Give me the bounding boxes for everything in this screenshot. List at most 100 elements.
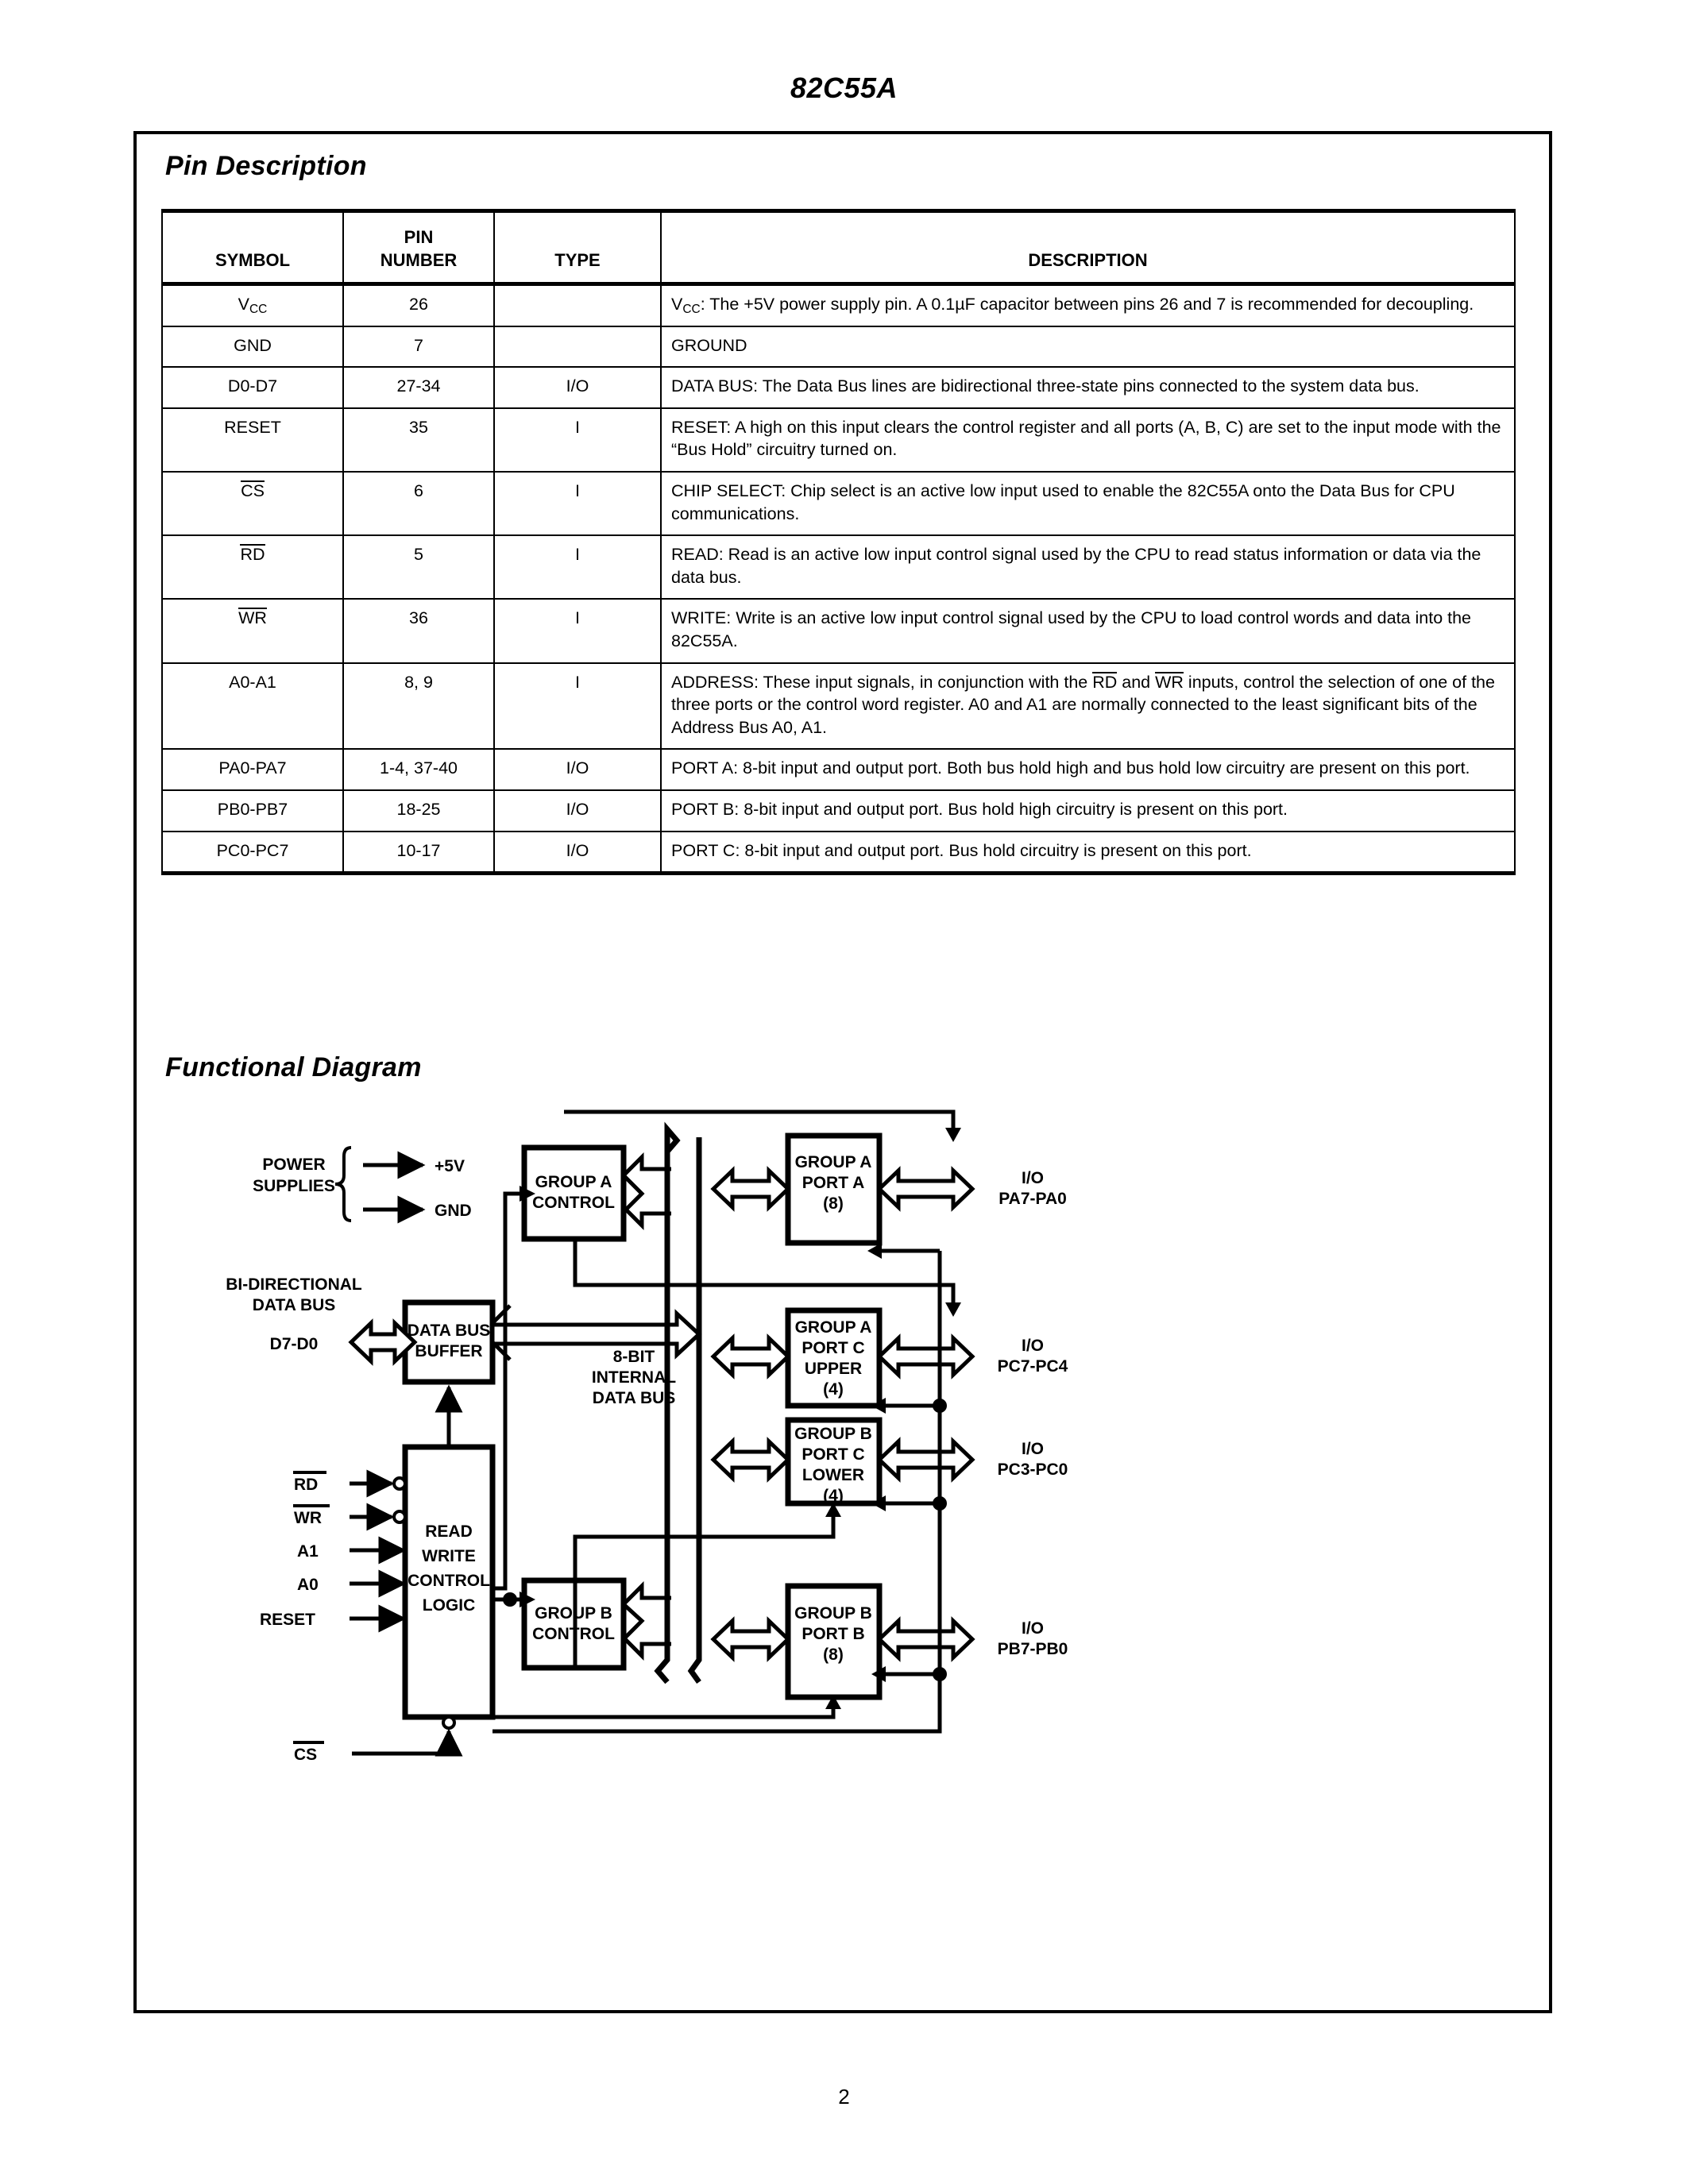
cell-pin-number: 10-17 <box>342 830 495 876</box>
cell-description: CHIP SELECT: Chip select is an active lo… <box>660 470 1516 537</box>
cell-description: ADDRESS: These input signals, in conjunc… <box>660 662 1516 751</box>
symbol-cs-overline: CS <box>241 480 265 500</box>
power-supplies-label-line1: POWER <box>262 1156 325 1174</box>
table-header-row: SYMBOL PIN NUMBER TYPE DESCRIPTION <box>161 209 1516 286</box>
symbol-rd-overline: RD <box>240 544 265 565</box>
table-row: PA0-PA7 1-4, 37-40 I/O PORT A: 8-bit inp… <box>161 748 1516 791</box>
internal-bus-label-3: DATA BUS <box>593 1389 676 1407</box>
page-header-part-number: 82C55A <box>790 71 898 104</box>
cell-pin-number: 8, 9 <box>342 662 495 751</box>
cell-type: I <box>493 534 662 600</box>
cell-symbol: RD <box>161 534 344 600</box>
io-port-b-label-2: PB7-PB0 <box>998 1640 1068 1658</box>
data-pins-label: D7-D0 <box>270 1335 319 1353</box>
group-a-control-label-1: GROUP A <box>535 1173 612 1191</box>
cell-type: I/O <box>493 366 662 409</box>
data-bus-buffer-label-2: BUFFER <box>415 1342 482 1360</box>
group-b-port-c-lower-label-4: (4) <box>823 1487 844 1505</box>
signal-a0-label: A0 <box>297 1576 319 1594</box>
cell-description: DATA BUS: The Data Bus lines are bidirec… <box>660 366 1516 409</box>
pin-number-line1: PIN <box>404 226 434 247</box>
pin-number-line2: NUMBER <box>380 249 458 270</box>
inline-rd-overline: RD <box>1092 671 1118 692</box>
pin-description-table: SYMBOL PIN NUMBER TYPE DESCRIPTION VCC 2… <box>161 209 1516 876</box>
cell-type: I <box>493 407 662 473</box>
group-b-port-c-lower-label-1: GROUP B <box>794 1425 872 1443</box>
rw-control-logic-label-2: WRITE <box>422 1547 476 1565</box>
cell-type: I/O <box>493 830 662 876</box>
group-a-port-c-upper-label-4: (4) <box>823 1380 844 1399</box>
group-b-control-label-1: GROUP B <box>535 1604 612 1623</box>
group-a-port-a-label-2: PORT A <box>802 1174 865 1192</box>
table-row: VCC 26 VCC: The +5V power supply pin. A … <box>161 283 1516 327</box>
cell-description: GROUND <box>660 325 1516 369</box>
table-row: PB0-PB7 18-25 I/O PORT B: 8-bit input an… <box>161 789 1516 832</box>
io-port-c-lower-label-2: PC3-PC0 <box>998 1461 1068 1479</box>
power-plus5v-label: +5V <box>435 1157 465 1175</box>
data-bus-buffer-label-1: DATA BUS <box>408 1322 491 1340</box>
io-port-c-lower-label-1: I/O <box>1022 1440 1044 1458</box>
io-port-c-upper-label-2: PC7-PC4 <box>998 1357 1068 1376</box>
bidirectional-data-bus-line2: DATA BUS <box>253 1296 336 1314</box>
io-port-a-label-1: I/O <box>1022 1169 1044 1187</box>
internal-bus-label-1: 8-BIT <box>613 1348 655 1366</box>
symbol-wr-overline: WR <box>238 608 267 628</box>
cell-symbol: RESET <box>161 407 344 473</box>
group-a-port-c-upper-label-2: PORT C <box>802 1339 864 1357</box>
table-row: RESET 35 I RESET: A high on this input c… <box>161 407 1516 473</box>
cell-description: PORT A: 8-bit input and output port. Bot… <box>660 748 1516 791</box>
cell-symbol: A0-A1 <box>161 662 344 751</box>
io-port-b-label-1: I/O <box>1022 1619 1044 1638</box>
group-a-port-c-upper-label-3: UPPER <box>805 1360 862 1378</box>
cell-pin-number: 26 <box>342 283 495 327</box>
signal-a1-label: A1 <box>297 1542 319 1561</box>
group-a-port-a-label-3: (8) <box>823 1194 844 1213</box>
group-a-port-c-upper-label-1: GROUP A <box>795 1318 872 1337</box>
io-port-a-label-2: PA7-PA0 <box>999 1190 1067 1208</box>
cell-symbol: PB0-PB7 <box>161 789 344 832</box>
group-b-port-c-lower-label-2: PORT C <box>802 1445 864 1464</box>
cell-symbol: WR <box>161 598 344 664</box>
cell-description: VCC: The +5V power supply pin. A 0.1µF c… <box>660 283 1516 327</box>
cell-pin-number: 6 <box>342 470 495 537</box>
rw-control-logic-label-1: READ <box>425 1522 473 1541</box>
power-supplies-label-line2: SUPPLIES <box>253 1177 335 1195</box>
group-a-port-a-label-1: GROUP A <box>795 1153 872 1171</box>
cell-type: I <box>493 470 662 537</box>
table-row: CS 6 I CHIP SELECT: Chip select is an ac… <box>161 470 1516 537</box>
cell-pin-number: 35 <box>342 407 495 473</box>
cell-pin-number: 7 <box>342 325 495 369</box>
table-row: RD 5 I READ: Read is an active low input… <box>161 534 1516 600</box>
cell-type: I <box>493 598 662 664</box>
signal-rd-label: RD <box>294 1476 318 1494</box>
internal-bus-label-2: INTERNAL <box>592 1368 676 1387</box>
group-b-port-b-label-3: (8) <box>823 1646 844 1664</box>
cell-symbol: CS <box>161 470 344 537</box>
cell-description: RESET: A high on this input clears the c… <box>660 407 1516 473</box>
group-b-port-b-label-2: PORT B <box>802 1625 864 1643</box>
table-row: GND 7 GROUND <box>161 325 1516 369</box>
column-header-description: DESCRIPTION <box>660 209 1516 286</box>
table-row: D0-D7 27-34 I/O DATA BUS: The Data Bus l… <box>161 366 1516 409</box>
column-header-pin-number: PIN NUMBER <box>342 209 495 286</box>
signal-cs-label: CS <box>294 1746 317 1764</box>
cell-pin-number: 5 <box>342 534 495 600</box>
cell-description: PORT C: 8-bit input and output port. Bus… <box>660 830 1516 876</box>
rw-control-logic-label-4: LOGIC <box>423 1596 476 1615</box>
bidirectional-data-bus-line1: BI-DIRECTIONAL <box>226 1275 362 1294</box>
group-a-control-label-2: CONTROL <box>532 1194 615 1212</box>
cell-symbol: GND <box>161 325 344 369</box>
cell-type: I/O <box>493 789 662 832</box>
functional-block-diagram: POWER SUPPLIES +5V GND BI-DIRECTIONAL DA… <box>143 1104 1549 1978</box>
cell-pin-number: 1-4, 37-40 <box>342 748 495 791</box>
inline-wr-overline: WR <box>1155 671 1184 692</box>
pin-description-heading: Pin Description <box>165 151 367 181</box>
group-b-port-b-label-1: GROUP B <box>794 1604 872 1623</box>
cell-pin-number: 27-34 <box>342 366 495 409</box>
cell-type: I/O <box>493 748 662 791</box>
cell-symbol: PC0-PC7 <box>161 830 344 876</box>
symbol-vcc: VCC <box>238 295 268 316</box>
cell-type <box>493 283 662 327</box>
power-gnd-label: GND <box>435 1202 472 1220</box>
table-row: WR 36 I WRITE: Write is an active low in… <box>161 598 1516 664</box>
